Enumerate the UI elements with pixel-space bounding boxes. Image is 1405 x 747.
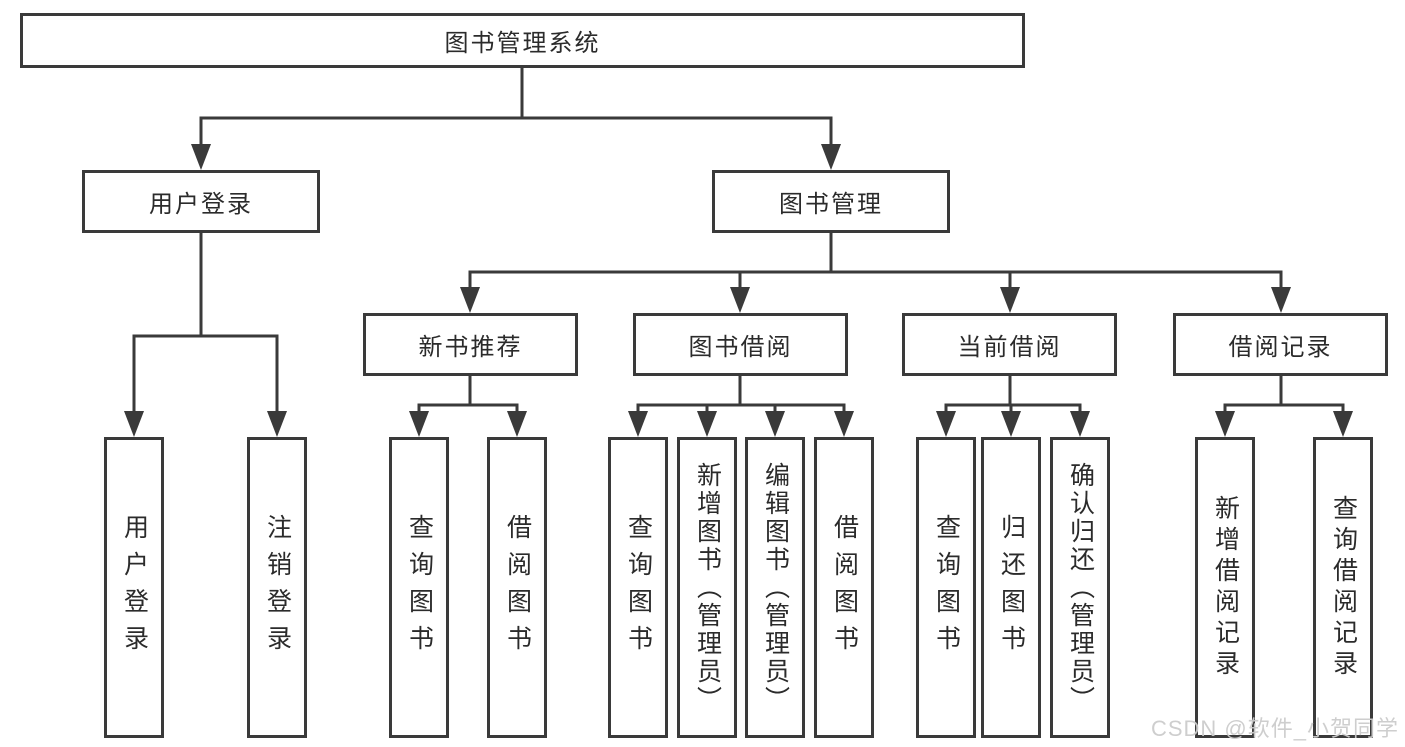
arrow-down-icon <box>409 411 429 437</box>
node-current-borrowing: 当前借阅 <box>902 313 1117 376</box>
arrow-down-icon <box>1070 411 1090 437</box>
arrow-down-icon <box>124 411 144 437</box>
node-label: 查询图书 <box>932 513 961 662</box>
node-leaf-edit-books-admin: 编辑图书（管理员） <box>745 437 805 738</box>
node-leaf-query-books-2: 查询图书 <box>608 437 668 738</box>
arrow-down-icon <box>1215 411 1235 437</box>
node-label: 注销登录 <box>263 513 292 662</box>
node-leaf-return-books: 归还图书 <box>981 437 1041 738</box>
arrow-down-icon <box>765 411 785 437</box>
arrow-down-icon <box>936 411 956 437</box>
node-leaf-logout: 注销登录 <box>247 437 307 738</box>
edge-newrec-to-leaves <box>409 376 527 437</box>
arrow-down-icon <box>460 287 480 313</box>
edge-records-to-leaves <box>1215 376 1353 437</box>
node-label: 归还图书 <box>997 513 1026 662</box>
node-leaf-borrow-books-1: 借阅图书 <box>487 437 547 738</box>
arrow-down-icon <box>1001 411 1021 437</box>
arrow-down-icon <box>628 411 648 437</box>
edge-userlogin-to-leaves <box>124 233 287 437</box>
node-label: 查询图书 <box>624 513 653 662</box>
node-label: 新增图书（管理员） <box>693 461 722 714</box>
node-label: 用户登录 <box>149 191 253 218</box>
node-leaf-query-borrow-record: 查询借阅记录 <box>1313 437 1373 738</box>
node-book-management: 图书管理 <box>712 170 950 233</box>
node-label: 图书管理 <box>779 191 883 218</box>
node-new-book-recommend: 新书推荐 <box>363 313 578 376</box>
arrow-down-icon <box>730 287 750 313</box>
edge-root-to-level2 <box>191 68 841 170</box>
arrow-down-icon <box>1000 287 1020 313</box>
node-label: 新增借阅记录 <box>1211 494 1240 681</box>
node-book-borrowing: 图书借阅 <box>633 313 848 376</box>
arrow-down-icon <box>191 144 211 170</box>
node-label: 查询图书 <box>405 513 434 662</box>
node-label: 确认归还（管理员） <box>1066 461 1095 714</box>
node-leaf-add-borrow-record: 新增借阅记录 <box>1195 437 1255 738</box>
node-library-system: 图书管理系统 <box>20 13 1025 68</box>
node-label: 图书借阅 <box>688 334 793 361</box>
arrow-down-icon <box>1271 287 1291 313</box>
node-label: 编辑图书（管理员） <box>761 461 790 714</box>
arrow-down-icon <box>697 411 717 437</box>
node-label: 用户登录 <box>120 513 149 662</box>
arrow-down-icon <box>834 411 854 437</box>
arrow-down-icon <box>821 144 841 170</box>
arrow-down-icon <box>507 411 527 437</box>
node-leaf-query-books-3: 查询图书 <box>916 437 976 738</box>
edge-bookmgmt-to-level3 <box>460 233 1291 313</box>
node-user-login: 用户登录 <box>82 170 320 233</box>
edge-borrow-to-leaves <box>628 376 854 437</box>
node-leaf-query-books-1: 查询图书 <box>389 437 449 738</box>
node-label: 借阅图书 <box>503 513 532 662</box>
node-label: 查询借阅记录 <box>1329 494 1358 681</box>
node-label: 借阅图书 <box>830 513 859 662</box>
edge-current-to-leaves <box>936 376 1090 437</box>
node-label: 借阅记录 <box>1228 334 1333 361</box>
arrow-down-icon <box>267 411 287 437</box>
node-leaf-confirm-return-admin: 确认归还（管理员） <box>1050 437 1110 738</box>
arrow-down-icon <box>1333 411 1353 437</box>
node-label: 图书管理系统 <box>444 30 601 57</box>
node-borrowing-records: 借阅记录 <box>1173 313 1388 376</box>
node-leaf-add-books-admin: 新增图书（管理员） <box>677 437 737 738</box>
node-label: 当前借阅 <box>957 334 1062 361</box>
node-leaf-borrow-books-2: 借阅图书 <box>814 437 874 738</box>
csdn-watermark: CSDN @软件_小贺同学 <box>1150 716 1399 741</box>
node-label: 新书推荐 <box>418 334 523 361</box>
node-leaf-user-login: 用户登录 <box>104 437 164 738</box>
